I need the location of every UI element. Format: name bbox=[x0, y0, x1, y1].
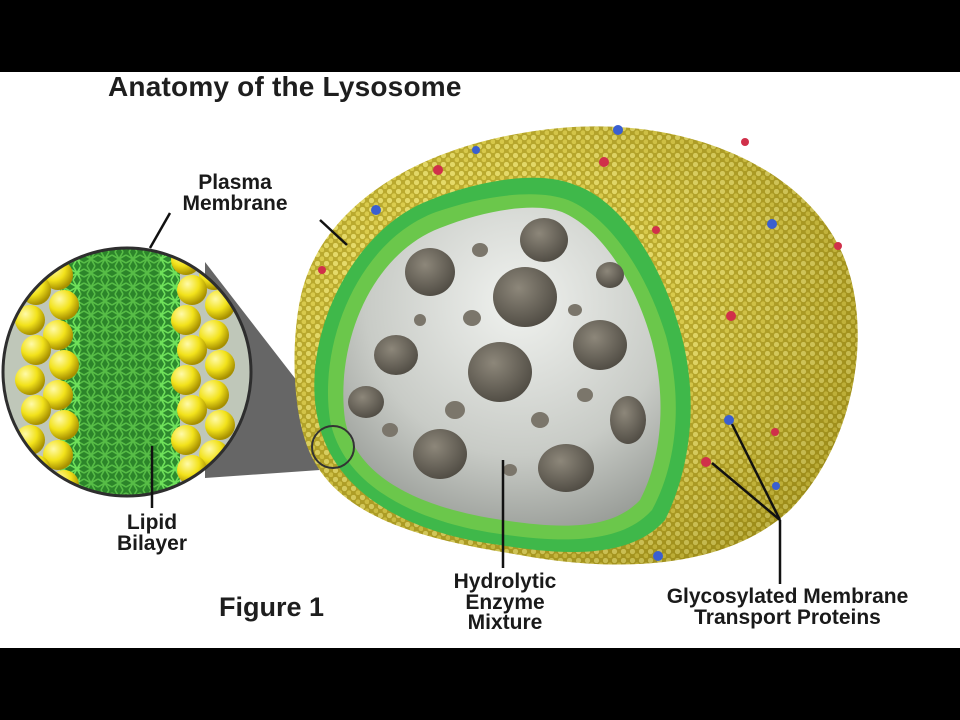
label-line: Plasma bbox=[198, 171, 272, 194]
lipid-head bbox=[177, 275, 207, 305]
label-line: Enzyme bbox=[465, 590, 545, 614]
transport-proteins bbox=[318, 125, 842, 561]
lipid-head bbox=[205, 410, 235, 440]
lipid-head bbox=[177, 335, 207, 365]
figure-label: Figure 1 bbox=[219, 592, 325, 622]
lipid-head bbox=[21, 335, 51, 365]
lipid-head bbox=[21, 395, 51, 425]
lipid-head bbox=[205, 350, 235, 380]
bottom-letterbox bbox=[0, 648, 960, 720]
lipid-head bbox=[43, 380, 73, 410]
lipid-head bbox=[177, 395, 207, 425]
label-line: Transport Proteins bbox=[694, 606, 881, 630]
label-plasma-membrane: Plasma Membrane bbox=[172, 172, 298, 215]
label-line: Lipid bbox=[126, 511, 178, 534]
lipid-head bbox=[15, 248, 45, 275]
label-lipid-bilayer: Lipid Bilayer bbox=[92, 512, 212, 555]
label-hydrolytic-enzyme-mixture: Hydrolytic Enzyme Mixture bbox=[420, 570, 590, 635]
top-letterbox bbox=[0, 0, 960, 72]
lipid-head bbox=[49, 410, 79, 440]
pointer-lines bbox=[148, 212, 782, 584]
lipid-head bbox=[43, 500, 73, 530]
lipid-head bbox=[43, 320, 73, 350]
lipid-head bbox=[171, 305, 201, 335]
label-glycosylated-proteins: Glycosylated Membrane Transport Proteins bbox=[615, 586, 960, 629]
lipid-head bbox=[15, 365, 45, 395]
label-line: Bilayer bbox=[116, 532, 188, 556]
lipid-head bbox=[49, 350, 79, 380]
lipid-head bbox=[171, 425, 201, 455]
label-line: Hydrolytic bbox=[453, 570, 557, 593]
lipid-head bbox=[15, 485, 45, 496]
page-title: Anatomy of the Lysosome bbox=[108, 71, 462, 102]
magnified-region-marker bbox=[311, 425, 355, 469]
lipid-head bbox=[43, 440, 73, 470]
lipid-head bbox=[15, 305, 45, 335]
lipid-head bbox=[199, 380, 229, 410]
label-line: Membrane bbox=[182, 192, 288, 216]
lipid-head bbox=[21, 455, 51, 485]
lipid-head bbox=[199, 320, 229, 350]
enzyme-blobs bbox=[348, 218, 646, 492]
lipid-head bbox=[171, 365, 201, 395]
label-line: Mixture bbox=[467, 611, 543, 635]
label-line: Glycosylated Membrane bbox=[666, 585, 909, 608]
lipid-head bbox=[49, 290, 79, 320]
